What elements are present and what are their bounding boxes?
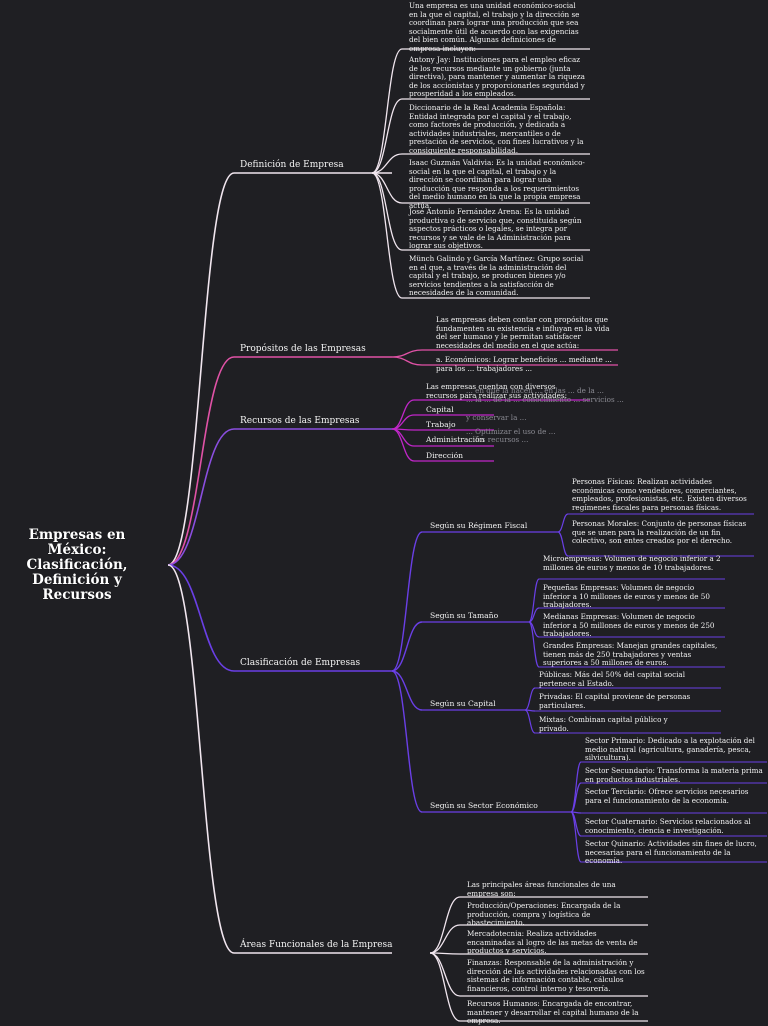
overlay-line: ... en que la hacen ... en las ... de la… [466,387,604,395]
regimen-item[interactable]: Personas Morales: Conjunto de personas f… [572,519,747,546]
connector-propositos-item [391,349,423,358]
connector-clasificacion-item [570,761,582,813]
connector-clasificacion-item [570,811,582,863]
group-tamano[interactable]: Según su Tamaño [430,611,499,620]
connector-recursos-item [391,399,415,430]
connector-clasificacion-group [391,670,423,813]
connector-areas-item [429,952,461,1022]
definicion-item[interactable]: Una empresa es una unidad económico-soci… [409,1,580,53]
connector-clasificacion-item [528,607,540,623]
connector-clasificacion-group [391,621,423,672]
capital-item[interactable]: Mixtas: Combinan capital público y priva… [539,715,668,733]
definicion-item[interactable]: Antony Jay: Instituciones para el empleo… [409,55,585,99]
connector-propositos-item [391,356,423,366]
branch-recursos[interactable]: Recursos de las Empresas [240,416,360,426]
sector-item[interactable]: Sector Quinario: Actividades sin fines d… [585,839,757,866]
sector-item[interactable]: Sector Secundario: Transforma la materia… [585,766,763,784]
root-topic[interactable]: Empresas en México: Clasificación, Defin… [26,527,128,603]
sector-item[interactable]: Sector Terciario: Ofrece servicios neces… [585,787,749,805]
branch-definicion[interactable]: Definición de Empresa [240,160,344,170]
connector-clasificacion-group [391,670,423,711]
definicion-item[interactable]: Münch Galindo y García Martínez: Grupo s… [409,254,584,298]
connector-definicion-item [371,153,403,174]
recursos-intro[interactable]: Las empresas cuentan con diversos recurs… [426,382,568,400]
connector-clasificacion-item [524,709,536,734]
connector-areas-item [429,952,461,955]
recurso-administracion[interactable]: Administración [426,435,485,444]
connector-definicion-item [371,172,403,251]
recursos-overlay-text: ... los recursos ... [466,435,529,444]
definicion-item[interactable]: Isaac Guzmán Valdivia: Es la unidad econ… [409,158,585,210]
connector-areas-item [429,896,461,954]
connector-root-areas [167,564,235,954]
capital-item[interactable]: Públicas: Más del 50% del capital social… [539,670,686,688]
connector-root-recursos [167,428,235,566]
connector-clasificacion-item [528,578,540,623]
group-sector-economico[interactable]: Según su Sector Económico [430,801,538,810]
connector-clasificacion-item [557,513,569,533]
recurso-trabajo[interactable]: Trabajo [426,420,456,429]
sector-item[interactable]: Sector Cuaternario: Servicios relacionad… [585,817,751,835]
recurso-capital[interactable]: Capital [426,405,454,414]
tamano-item[interactable]: Microempresas: Volumen de negocio inferi… [543,554,721,572]
connector-clasificacion-item [524,687,536,711]
areas-item[interactable]: Finanzas: Responsable de la administraci… [467,958,645,993]
tamano-item[interactable]: Grandes Empresas: Manejan grandes capita… [543,641,718,668]
connector-recursos-item [391,414,415,430]
recursos-overlay-text: ... Optimizar el uso de ... [466,427,556,436]
tamano-item[interactable]: Medianas Empresas: Volumen de negocio in… [543,612,715,639]
branch-areas[interactable]: Áreas Funcionales de la Empresa [240,940,393,950]
connector-clasificacion-item [570,782,582,813]
connector-definicion-item [371,172,403,299]
connector-clasificacion-item [557,531,569,557]
recursos-overlay-text: ... en que la hacen ... en las ... de la… [466,387,728,421]
regimen-item[interactable]: Personas Físicas: Realizan actividades e… [572,477,747,512]
connector-root-clasificacion [167,564,235,672]
areas-item[interactable]: Mercadotecnia: Realiza actividades encam… [467,929,638,956]
capital-item[interactable]: Privadas: El capital proviene de persona… [539,692,691,710]
propositos-item[interactable]: a. Económicos: Lograr beneficios ... med… [436,356,612,373]
areas-item[interactable]: Las principales áreas funcionales de una… [467,880,616,898]
group-regimen-fiscal[interactable]: Según su Régimen Fiscal [430,521,528,530]
recursos-overlay-text: y conservar la ... [466,413,527,422]
branch-propositos[interactable]: Propósitos de las Empresas [240,344,366,354]
group-capital[interactable]: Según su Capital [430,699,496,708]
areas-item[interactable]: Producción/Operaciones: Encargada de la … [467,901,621,928]
connector-definicion-item [371,98,403,174]
propositos-item[interactable]: Las empresas deben contar con propósitos… [436,315,610,350]
definicion-item[interactable]: José Antonio Fernández Arena: Es la unid… [409,207,582,251]
branch-clasificacion[interactable]: Clasificación de Empresas [240,658,361,668]
connector-clasificacion-item [528,621,540,668]
recurso-direccion[interactable]: Dirección [426,451,464,460]
connector-recursos-item [391,428,415,462]
connector-definicion-item [371,48,403,174]
tamano-item[interactable]: Pequeñas Empresas: Volumen de negocio in… [543,583,710,610]
connector-root-propositos [167,356,235,566]
definicion-item[interactable]: Diccionario de la Real Academia Española… [409,103,584,155]
connector-areas-item [429,924,461,954]
overlay-line: ... la ... de la ... conocimiento ... se… [466,394,624,404]
areas-item[interactable]: Recursos Humanos: Encargada de encontrar… [467,999,639,1026]
connector-clasificacion-group [391,531,423,672]
sector-item[interactable]: Sector Primario: Dedicado a la explotaci… [585,736,755,763]
connector-root-definicion [167,172,235,566]
